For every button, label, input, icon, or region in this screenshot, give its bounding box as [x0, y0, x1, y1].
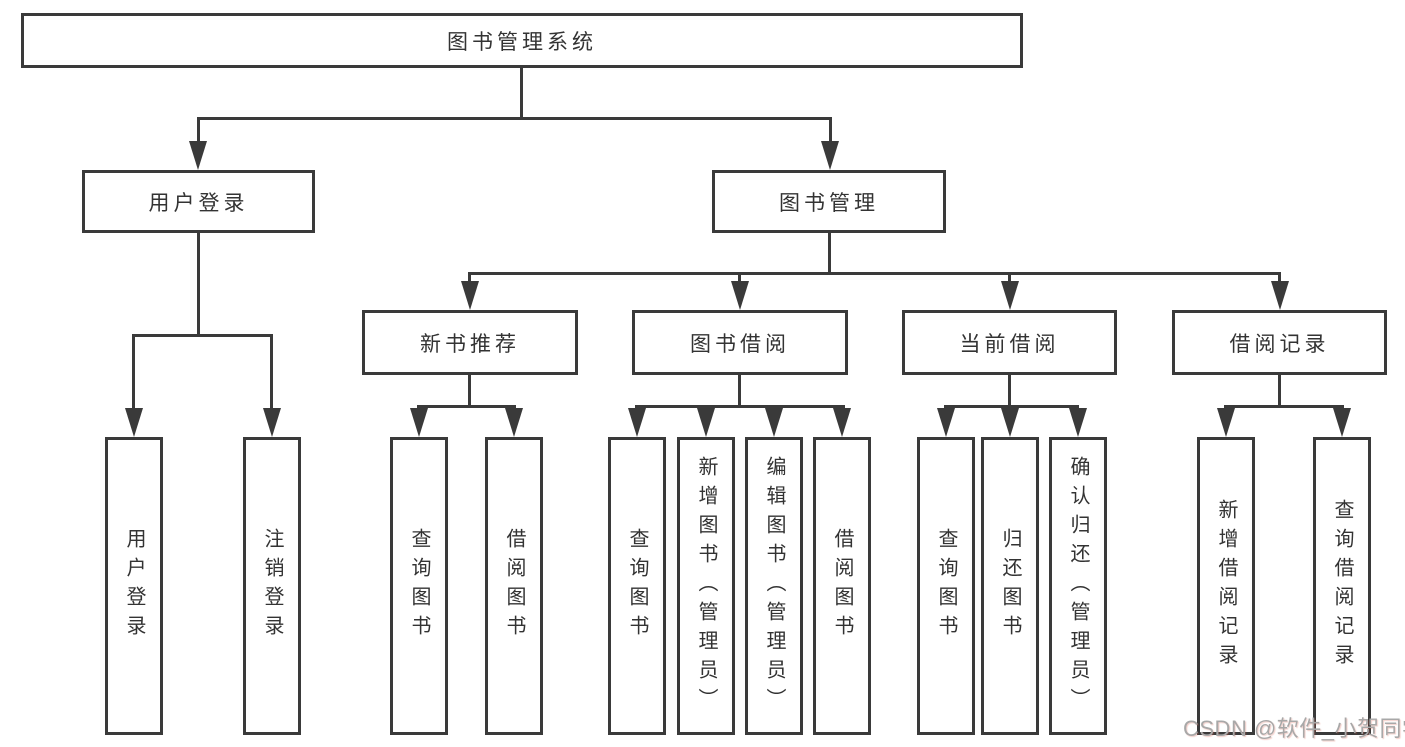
arrowhead-br-add	[1217, 408, 1235, 437]
connector-book-mgmt-stem	[828, 233, 831, 272]
arrowhead-new-book	[461, 281, 479, 310]
connector-leaf-logout-drop	[270, 334, 273, 408]
arrowhead-bb-edit	[765, 408, 783, 437]
node-borrowing-records: 借阅记录	[1172, 310, 1387, 375]
leaf-bb-add-books-admin: 新增图书（管理员）	[677, 437, 735, 735]
connector-user-login-drop	[197, 117, 200, 144]
connector-current-stem	[1008, 375, 1011, 408]
connector-level3-rail	[468, 272, 1281, 275]
node-book-borrowing: 图书借阅	[632, 310, 848, 375]
leaf-cb-return-books: 归还图书	[981, 437, 1039, 735]
arrowhead-bb-add	[697, 408, 715, 437]
arrowhead-borrowing	[731, 281, 749, 310]
arrowhead-cb-confirm	[1069, 408, 1087, 437]
node-new-book-recommend: 新书推荐	[362, 310, 578, 375]
node-book-management: 图书管理	[712, 170, 946, 233]
leaf-logout: 注销登录	[243, 437, 301, 735]
leaf-bb-borrow-books: 借阅图书	[813, 437, 871, 735]
connector-borrowing-stem	[738, 375, 741, 408]
connector-records-stem	[1278, 375, 1281, 408]
leaf-bb-query-books: 查询图书	[608, 437, 666, 735]
node-root-library-system: 图书管理系统	[21, 13, 1023, 68]
arrowhead-cb-return	[1001, 408, 1019, 437]
arrowhead-book-mgmt	[821, 141, 839, 170]
connector-user-login-rail	[132, 334, 273, 337]
arrowhead-br-query	[1333, 408, 1351, 437]
arrowhead-nb-query	[410, 408, 428, 437]
arrowhead-nb-borrow	[505, 408, 523, 437]
leaf-br-add-record: 新增借阅记录	[1197, 437, 1255, 735]
connector-book-mgmt-drop	[829, 117, 832, 144]
leaf-cb-confirm-return-admin: 确认归还（管理员）	[1049, 437, 1107, 735]
connector-current-drop	[1008, 272, 1011, 285]
csdn-watermark: CSDN @软件_小贺同学	[1183, 716, 1405, 741]
leaf-nb-query-books: 查询图书	[390, 437, 448, 735]
connector-leaf-login-drop	[132, 334, 135, 408]
leaf-br-query-record: 查询借阅记录	[1313, 437, 1371, 735]
arrowhead-bb-query	[628, 408, 646, 437]
connector-user-login-stem	[197, 233, 200, 337]
connector-level2-rail	[197, 117, 832, 120]
arrowhead-records	[1271, 281, 1289, 310]
arrowhead-current	[1001, 281, 1019, 310]
arrowhead-user-login	[189, 141, 207, 170]
connector-new-book-stem	[468, 375, 471, 408]
connector-new-book-drop	[468, 272, 471, 285]
arrowhead-cb-query	[937, 408, 955, 437]
connector-borrowing-rail	[635, 405, 845, 408]
arrowhead-leaf-login	[125, 408, 143, 437]
leaf-cb-query-books: 查询图书	[917, 437, 975, 735]
connector-borrowing-drop	[738, 272, 741, 285]
connector-root-stem	[520, 68, 523, 117]
leaf-user-login: 用户登录	[105, 437, 163, 735]
connector-records-rail	[1224, 405, 1344, 408]
node-current-borrowing: 当前借阅	[902, 310, 1117, 375]
connector-current-rail	[944, 405, 1079, 408]
node-user-login: 用户登录	[82, 170, 315, 233]
leaf-nb-borrow-books: 借阅图书	[485, 437, 543, 735]
connector-records-drop	[1278, 272, 1281, 285]
leaf-bb-edit-books-admin: 编辑图书（管理员）	[745, 437, 803, 735]
arrowhead-bb-borrow	[833, 408, 851, 437]
arrowhead-leaf-logout	[263, 408, 281, 437]
connector-new-book-rail	[417, 405, 516, 408]
